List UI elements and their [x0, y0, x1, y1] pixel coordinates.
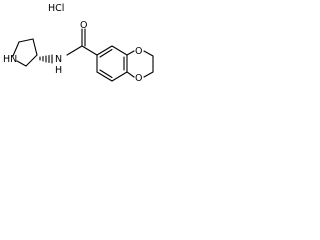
bond-ar6 [96, 45, 113, 56]
bond-c2-c3 [18, 38, 34, 43]
benzene-ring [96, 45, 128, 82]
bond-ar-inner1 [99, 69, 113, 79]
amide-group [66, 28, 98, 56]
bond-ar5 [111, 45, 128, 56]
bond-ar-o-top [126, 50, 135, 56]
bond-c5-n [16, 60, 27, 67]
bond-n-carbonyl [66, 45, 83, 56]
bond-ar2 [96, 71, 113, 82]
bond-c3-c4 [32, 38, 38, 56]
pyrrolidine-nh-label: HN [3, 54, 17, 65]
bond-ar3 [111, 71, 128, 82]
stereo-hash-bond [39, 54, 53, 64]
dioxane-o-bottom-label: O [135, 73, 142, 84]
dioxane-o-top-label: O [135, 46, 142, 57]
amide-h-label: H [55, 65, 62, 76]
bond-c2-n [12, 41, 20, 57]
dioxane-ring [126, 50, 154, 78]
amide-n-label: N [55, 54, 62, 65]
hcl-label: HCl [48, 3, 64, 14]
structure-drawing: HCl [0, 0, 157, 102]
bond-o-ar-bottom [126, 71, 135, 78]
bond-ch2-o-bottom [143, 71, 154, 78]
bond-carbonyl-aryl [81, 45, 98, 56]
molecule-svg: HCl [3, 3, 154, 84]
bond-ar-inner3 [99, 48, 113, 58]
bond-c4-c5 [25, 54, 38, 67]
carbonyl-o-label: O [80, 20, 87, 31]
pyrrolidine-ring [12, 38, 38, 67]
bond-o-ch2-top [143, 50, 154, 57]
